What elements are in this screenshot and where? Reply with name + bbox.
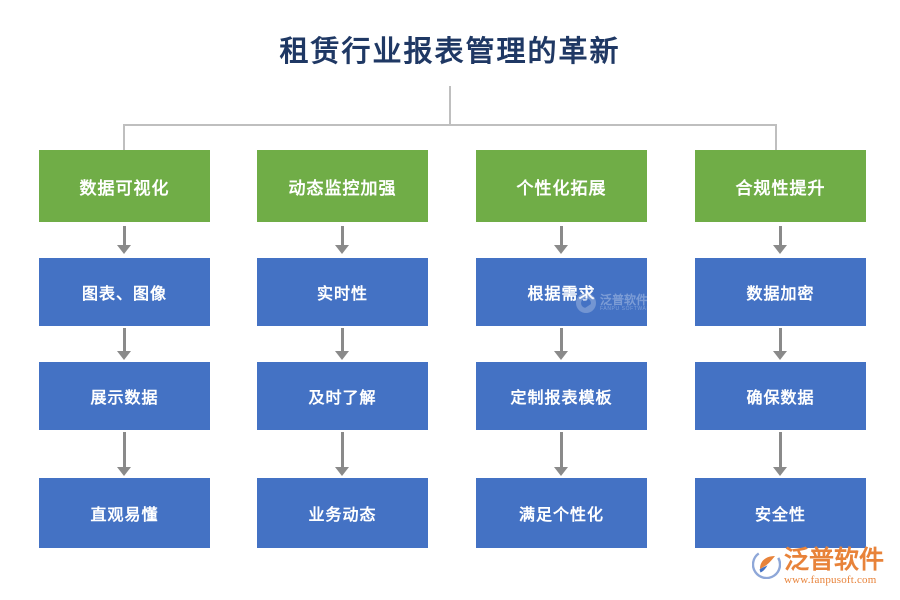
step-label-4-1: 数据加密 <box>746 286 815 303</box>
column-header-label-4: 合规性提升 <box>735 178 826 198</box>
arrow-col-2-step-3 <box>334 432 350 476</box>
arrow-col-4-step-1 <box>772 226 788 254</box>
step-box-4-3[interactable]: 安全性 <box>695 478 866 548</box>
arrow-col-3-step-2 <box>553 328 569 360</box>
step-label-3-1: 根据需求 <box>527 286 596 303</box>
step-box-1-2[interactable]: 展示数据 <box>39 362 210 430</box>
arrow-col-3-step-1 <box>553 226 569 254</box>
connector-drop-col-1 <box>123 124 125 150</box>
step-box-1-1[interactable]: 图表、图像 <box>39 258 210 326</box>
brand-logo-text: 泛普软件 www.fanpusoft.com <box>784 548 884 586</box>
connector-drop-col-4 <box>775 124 777 150</box>
brand-name-cn: 泛普软件 <box>784 546 885 574</box>
step-label-2-3: 业务动态 <box>308 507 377 524</box>
fanpu-logo-icon <box>751 549 782 580</box>
brand-url: www.fanpusoft.com <box>784 574 877 586</box>
page-title: 租赁行业报表管理的革新 <box>279 36 621 68</box>
step-box-2-2[interactable]: 及时了解 <box>257 362 428 430</box>
arrow-col-1-step-3 <box>116 432 132 476</box>
step-box-4-2[interactable]: 确保数据 <box>695 362 866 430</box>
connector-bar <box>123 124 777 126</box>
step-label-4-2: 确保数据 <box>746 390 815 407</box>
column-header-label-3: 个性化拓展 <box>516 178 607 198</box>
step-box-2-1[interactable]: 实时性 <box>257 258 428 326</box>
arrow-col-3-step-3 <box>553 432 569 476</box>
step-box-3-3[interactable]: 满足个性化 <box>476 478 647 548</box>
step-box-3-1[interactable]: 根据需求 <box>476 258 647 326</box>
step-label-1-1: 图表、图像 <box>81 286 167 303</box>
step-label-2-1: 实时性 <box>316 286 368 303</box>
step-box-4-1[interactable]: 数据加密 <box>695 258 866 326</box>
column-header-box-2[interactable]: 动态监控加强 <box>257 150 428 222</box>
step-box-3-2[interactable]: 定制报表模板 <box>476 362 647 430</box>
step-box-1-3[interactable]: 直观易懂 <box>39 478 210 548</box>
column-header-label-2: 动态监控加强 <box>288 178 397 198</box>
brand-logo: 泛普软件 www.fanpusoft.com <box>751 548 884 586</box>
connector-stem <box>449 86 451 125</box>
arrow-col-1-step-2 <box>116 328 132 360</box>
column-header-box-1[interactable]: 数据可视化 <box>39 150 210 222</box>
column-header-box-4[interactable]: 合规性提升 <box>695 150 866 222</box>
step-label-1-2: 展示数据 <box>90 390 159 407</box>
arrow-col-4-step-3 <box>772 432 788 476</box>
arrow-col-2-step-1 <box>334 226 350 254</box>
arrow-col-2-step-2 <box>334 328 350 360</box>
arrow-col-1-step-1 <box>116 226 132 254</box>
step-box-2-3[interactable]: 业务动态 <box>257 478 428 548</box>
arrow-col-4-step-2 <box>772 328 788 360</box>
step-label-3-3: 满足个性化 <box>518 507 604 524</box>
step-label-2-2: 及时了解 <box>308 390 377 407</box>
step-label-1-3: 直观易懂 <box>90 507 159 524</box>
column-header-label-1: 数据可视化 <box>79 178 170 198</box>
column-header-box-3[interactable]: 个性化拓展 <box>476 150 647 222</box>
step-label-4-3: 安全性 <box>754 507 806 524</box>
step-label-3-2: 定制报表模板 <box>510 390 613 407</box>
